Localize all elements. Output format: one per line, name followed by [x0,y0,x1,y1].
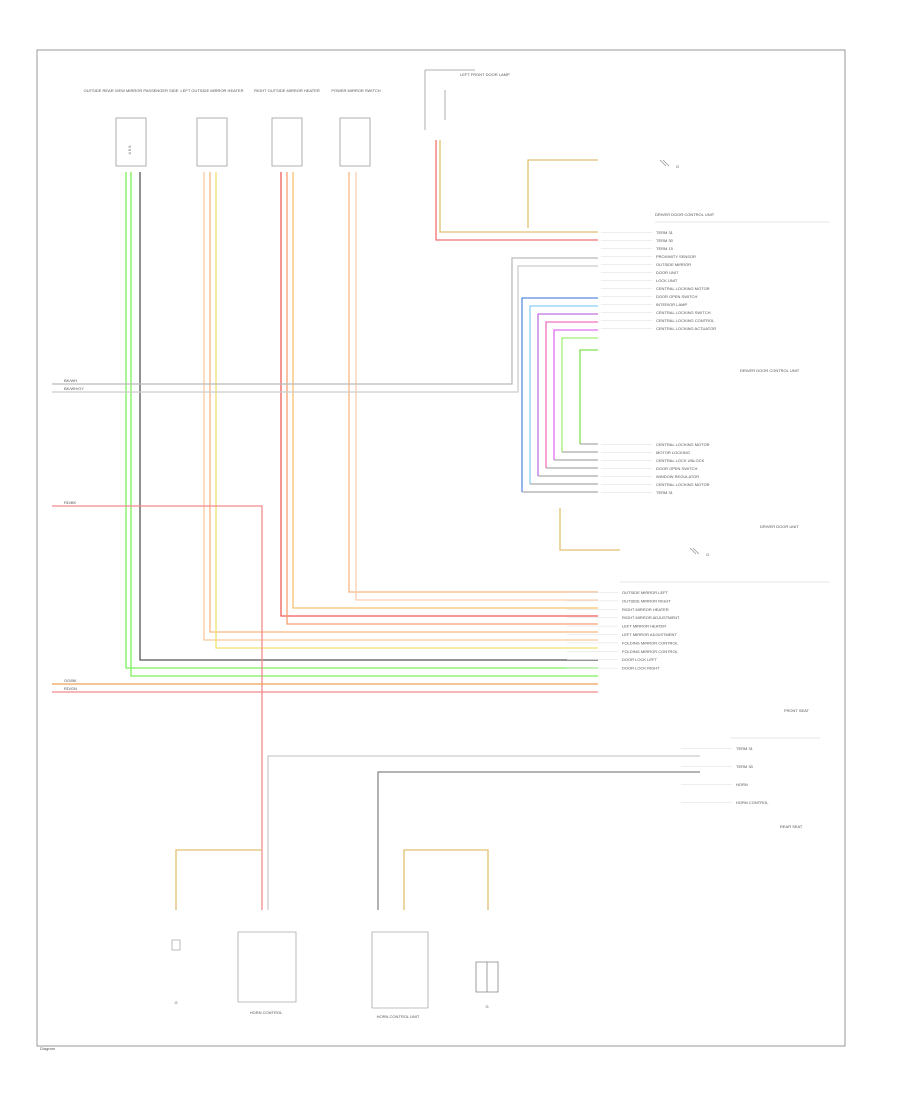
pin-label: FOLDING MIRROR CONTROL [622,649,679,654]
pin-label: RIGHT MIRROR ADJUSTMENT [622,615,680,620]
pin-label: CENTRAL LOCKING SWITCH [656,310,711,315]
component-right-outside-mirror-heater: RIGHT OUTSIDE MIRROR HEATER [254,88,320,167]
pin-label: CENTRAL LOCKING MOTOR [656,286,710,291]
bottom-pin-list: OUTSIDE MIRROR LEFT OUTSIDE MIRROR RIGHT R… [567,590,680,671]
pin-label: DOOR UNIT [656,270,679,275]
ground-symbol-top: G [659,159,679,169]
pin-label: OUTSIDE MIRROR [656,262,691,267]
ground-right: G [475,961,499,1009]
pin-label: PROXIMITY SENSOR [656,254,696,259]
pin-label: FOLDING MIRROR CONTROL [622,640,679,645]
wire-color-label: BK/WH/GY [64,386,84,391]
mid-connector-block: CENTRAL LOCKING MOTOR MOTOR LOCKING CENTRA… [601,442,799,529]
pin-label: LEFT MIRROR HEATER [622,624,666,629]
pin-label: INTERIOR LAMP [656,302,687,307]
svg-text:DRIVER DOOR CONTROL UNIT: DRIVER DOOR CONTROL UNIT [740,368,800,373]
component-label: OUTSIDE REAR VIEW MIRROR PASSENGER SIDE [84,88,179,93]
pin-label: TERM 31 [656,490,674,495]
svg-text:HORN CONTROL: HORN CONTROL [250,1010,283,1015]
pin-label: OUTSIDE MIRROR RIGHT [622,598,671,603]
pin-label: TERM 30 [736,764,754,769]
svg-text:FRONT SEAT: FRONT SEAT [784,708,810,713]
component-label: POWER MIRROR SWITCH [331,88,380,93]
ground-left: G [171,939,181,1005]
rear-connector-block: TERM 31 TERM 30 HORN HORN CONTROL REAR SEAT [681,737,820,829]
svg-text:G: G [706,552,709,557]
svg-text:REAR SEAT: REAR SEAT [780,824,803,829]
pin-label: HORN CONTROL [736,800,769,805]
component-outside-mirror-passenger: OUTSIDE REAR VIEW MIRROR PASSENGER SIDE … [84,88,179,167]
pin-label: CENTRAL LOCKING ACTUATOR [656,326,716,331]
pin-label: CENTRAL LOCKING CONTROL [656,318,715,323]
block-title: DRIVER DOOR CONTROL UNIT [655,212,715,217]
wires [52,140,700,910]
pin-label: CENTRAL LOCKING MOTOR [656,442,710,447]
diagram-frame [36,49,846,1047]
pin-label: DOOR LOCK LEFT [622,657,657,662]
pin-label: RIGHT MIRROR HEATER [622,607,669,612]
pin-label: TERM 31 [656,230,674,235]
svg-text:G: G [676,164,679,169]
svg-text:G: G [485,1004,488,1009]
pin-label: CENTRAL LOCKING MOTOR [656,482,710,487]
mid-pin-list: CENTRAL LOCKING MOTOR MOTOR LOCKING CENTRA… [601,442,710,495]
svg-text:DRIVER DOOR UNIT: DRIVER DOOR UNIT [760,524,799,529]
component-left-outside-mirror-heater: LEFT OUTSIDE MIRROR HEATER [181,88,244,167]
pin-label: LEFT MIRROR ADJUSTMENT [622,632,677,637]
wire-color-label: BK/WH [64,378,77,383]
rear-pin-list: TERM 31 TERM 30 HORN HORN CONTROL [681,746,769,805]
bottom-connector-block: OUTSIDE MIRROR LEFT OUTSIDE MIRROR RIGHT R… [567,581,830,713]
wire-color-label: RD/BK [64,500,77,505]
component-label: RIGHT OUTSIDE MIRROR HEATER [254,88,320,93]
component-power-mirror-switch: POWER MIRROR SWITCH [331,88,381,167]
pin-label: DOOR OPEN SWITCH [656,294,697,299]
pin-label: OUTSIDE MIRROR LEFT [622,590,669,595]
pin-label: CENTRAL LOCK UNLOCK [656,458,705,463]
svg-text:HORN CONTROL UNIT: HORN CONTROL UNIT [377,1014,420,1019]
wire-color-label: OG/BK [64,678,77,683]
component-left-front-door-lamp: LEFT FRONT DOOR LAMP [424,69,510,130]
pin-label: TERM 15 [656,246,674,251]
top-pin-list: TERM 31 TERM 30 TERM 15 PROXIMITY SENSOR OUT… [601,230,716,331]
wire-color-label: RD/GN [64,686,77,691]
pin-label: WINDOW REGULATOR [656,474,699,479]
pin-label: HORN [736,782,748,787]
component-label: LEFT FRONT DOOR LAMP [460,72,510,77]
component-label: LEFT OUTSIDE MIRROR HEATER [181,88,244,93]
svg-text:G: G [174,1000,177,1005]
pin-label: TERM 31 [736,746,754,751]
pin-label: DOOR LOCK RIGHT [622,666,660,671]
pin-label: LOCK UNIT [656,278,678,283]
svg-text:4 5 6: 4 5 6 [127,145,132,155]
horn-control-center: HORN CONTROL UNIT [371,931,429,1019]
pin-label: MOTOR LOCKING [656,450,690,455]
pin-label: DOOR OPEN SWITCH [656,466,697,471]
horn-control-left: HORN CONTROL [237,931,297,1015]
ground-symbol-mid: G [689,547,709,557]
page-label: Diagram [40,1046,56,1051]
pin-label: TERM 30 [656,238,674,243]
